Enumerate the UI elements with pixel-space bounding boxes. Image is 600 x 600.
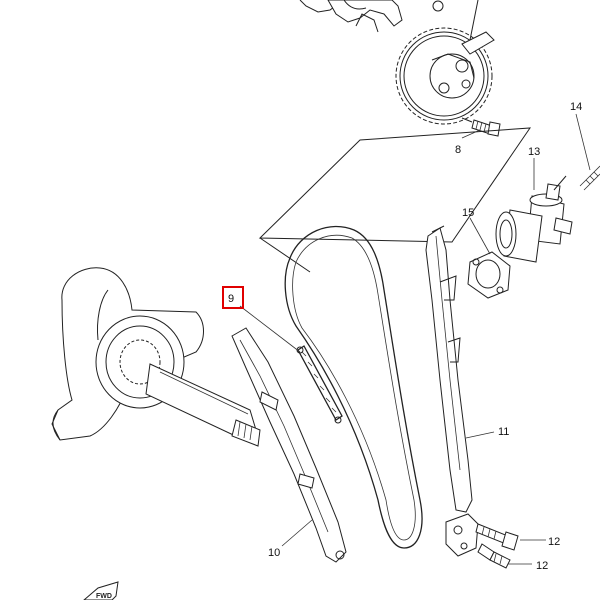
crankshaft <box>51 267 261 447</box>
leader-line-9 <box>239 305 301 353</box>
guide-bracket <box>445 513 479 557</box>
sprocket-bolt <box>461 117 501 137</box>
timing-chain <box>284 225 423 549</box>
camshaft-sprocket <box>395 0 495 125</box>
leader-line-14 <box>575 113 591 171</box>
label-part-14[interactable]: 14 <box>570 101 582 113</box>
label-part-10[interactable]: 10 <box>268 547 280 559</box>
tensioner-gasket <box>467 251 511 299</box>
label-part-8[interactable]: 8 <box>455 144 461 156</box>
guide-bolt-upper <box>475 523 519 551</box>
label-part-9[interactable]: 9 <box>228 293 234 305</box>
chain-guide-right <box>425 225 473 513</box>
highlight-box-part-9 <box>222 286 244 309</box>
guide-bolt-lower <box>477 543 511 569</box>
crank-sprocket-chain-section <box>296 345 343 424</box>
label-part-12-upper[interactable]: 12 <box>548 536 560 548</box>
svg-text:FWD: FWD <box>96 593 112 600</box>
fwd-arrow-icon: FWD <box>83 581 119 600</box>
label-part-11[interactable]: 11 <box>498 426 509 438</box>
tensioner-screw <box>579 165 600 191</box>
cylinder-head-fragment <box>299 0 444 33</box>
label-part-12-lower[interactable]: 12 <box>536 560 548 572</box>
label-part-13[interactable]: 13 <box>528 146 540 158</box>
leader-line-10 <box>281 519 313 547</box>
leader-line-11 <box>465 431 495 439</box>
chain-tensioner <box>495 175 573 263</box>
chain-guide-left <box>231 327 347 563</box>
leader-line-8 <box>461 129 481 139</box>
cylinder-head-outline <box>258 127 531 243</box>
leader-line-15 <box>469 217 491 255</box>
label-part-15[interactable]: 15 <box>462 207 474 219</box>
